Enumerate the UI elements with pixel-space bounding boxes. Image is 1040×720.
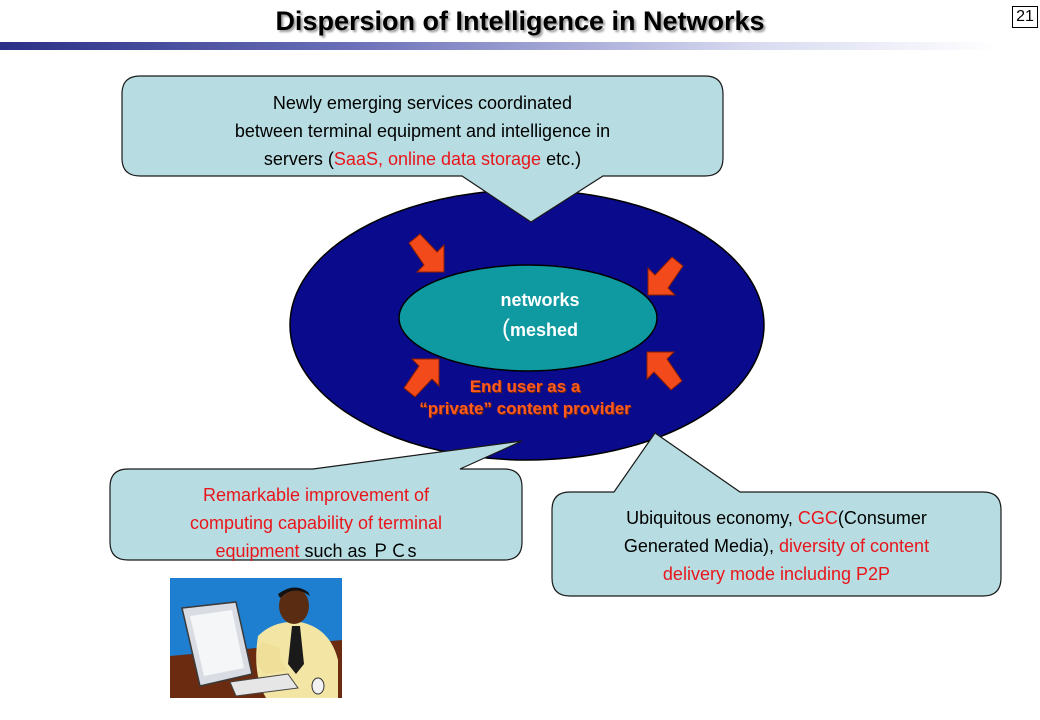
arrow-top-left [408,233,445,273]
arrow-bottom-right [646,351,683,391]
page-title: Dispersion of Intelligence in Networks [275,6,765,36]
right-callout-text: Ubiquitous economy, CGC(Consumer Generat… [552,504,1001,588]
top-callout-line3: servers (SaaS, online data storage etc.) [263,149,582,169]
computer-user-clipart [170,578,342,698]
end-user-line1: End user as a [469,377,581,396]
networks-label: networks [500,290,580,310]
right-callout-line1: Ubiquitous economy, CGC(Consumer [626,508,927,528]
end-user-label: End user as a “private” content provider [360,376,690,420]
left-callout-line1: Remarkable improvement of [202,485,430,505]
inner-network-ellipse [398,264,658,372]
left-callout-text: Remarkable improvement of computing capa… [110,481,522,565]
arrow-bottom-left [403,358,440,398]
left-callout-line2: computing capability of terminal [189,513,443,533]
page-number: 21 [1012,6,1038,28]
top-callout-line1: Newly emerging services coordinated [272,93,573,113]
right-callout-bubble [551,432,1002,597]
meshed-label: (meshed [501,315,579,342]
arrow-top-right [647,256,684,296]
left-callout-bubble [109,440,523,561]
top-callout-bubble [121,75,724,223]
end-user-line2: “private” content provider [419,399,631,418]
top-callout-line2: between terminal equipment and intellige… [234,121,611,141]
right-callout-line2: Generated Media), diversity of content [623,536,930,556]
top-callout-text: Newly emerging services coordinated betw… [122,89,723,173]
title-underline-bar [0,42,1000,50]
right-callout-line3: delivery mode including P2P [662,564,891,584]
highlight-text: SaaS, online data storage [333,149,542,169]
left-callout-line3: equipment such as ＰＣs [215,541,417,561]
